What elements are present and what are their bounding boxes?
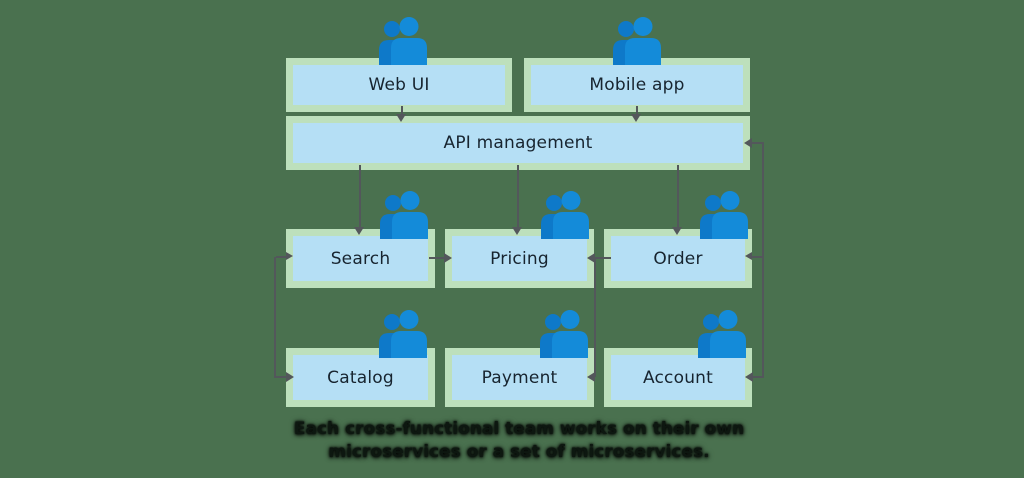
arrow-order-stub [752,256,764,258]
node-label: Order [653,248,703,269]
node-mobile-app: Mobile app [531,65,743,105]
arrow-search-stub [276,256,286,258]
node-order: Order [611,236,745,281]
node-web-ui: Web UI [293,65,505,105]
arrowhead-left-icon [745,372,753,382]
team-icon [696,308,748,358]
team-icon [698,189,750,239]
team-icon [377,15,429,65]
arrow-order-to-payment [594,258,596,377]
team-icon [538,308,590,358]
arrow-to-api-stub [752,142,764,144]
arrow-api-to-pricing [517,165,519,228]
arrowhead-left-icon [745,252,752,260]
team-icon [539,189,591,239]
arrowhead-left-icon [587,372,595,382]
team-icon [377,308,429,358]
arrow-api-to-order [677,165,679,228]
arrow-to-account-stub [752,376,764,378]
team-icon [378,189,430,239]
node-label: Account [642,367,714,388]
node-label: Pricing [490,248,549,269]
node-label: API management [443,133,593,153]
arrow-api-to-search [359,165,361,228]
node-label: Mobile app [589,75,685,95]
node-label: Catalog [327,367,394,388]
node-api-management: API management [293,123,743,163]
arrow-order-api-account-rail [762,142,764,378]
arrowhead-down-icon [512,227,522,235]
caption-line-2: microservices or a set of microservices. [328,442,710,462]
arrow-order-to-pricing [595,257,611,259]
caption-line-1: Each cross-functional team works on thei… [293,419,745,439]
node-catalog: Catalog [293,355,428,400]
arrowhead-down-icon [354,227,364,235]
arrow-search-to-pricing [429,257,445,259]
arrowhead-down-icon [672,227,682,235]
arrow-webui-to-api [401,106,403,116]
arrowhead-down-icon [631,114,641,122]
arrowhead-right-icon [286,372,294,382]
arrowhead-down-icon [396,114,406,122]
arrow-search-to-catalog [274,257,276,378]
arrowhead-right-icon [444,253,452,263]
node-label: Search [330,248,391,269]
node-label: Payment [481,367,558,388]
arrow-mobile-to-api [636,106,638,116]
arrowhead-right-icon [286,252,293,260]
arrowhead-left-icon [587,253,595,263]
node-label: Web UI [368,75,430,95]
node-account: Account [611,355,745,400]
arrowhead-left-icon [744,138,752,148]
team-icon [611,15,663,65]
node-payment: Payment [452,355,587,400]
diagram-caption: Each cross-functional team works on thei… [268,418,770,464]
node-search: Search [293,236,428,281]
node-pricing: Pricing [452,236,587,281]
arrow-catalog-stub [276,376,286,378]
